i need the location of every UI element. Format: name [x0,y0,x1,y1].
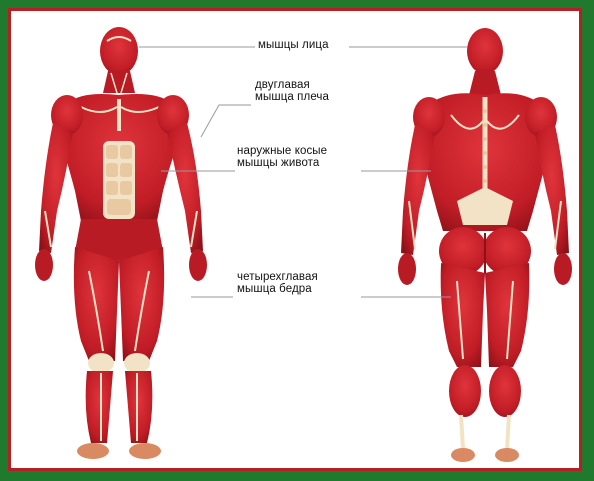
label-quadriceps: четырехглавая мышца бедра [237,271,318,295]
front-body [35,27,207,459]
label-face-muscles: мышцы лица [258,39,329,51]
illustration-panel: мышцы лица двуглавая мышца плеча наружны… [8,8,582,471]
label-biceps: двуглавая мышца плеча [255,79,329,103]
label-external-obliques: наружные косые мышцы живота [237,145,327,169]
back-body [398,28,572,462]
leader-biceps [201,105,251,137]
